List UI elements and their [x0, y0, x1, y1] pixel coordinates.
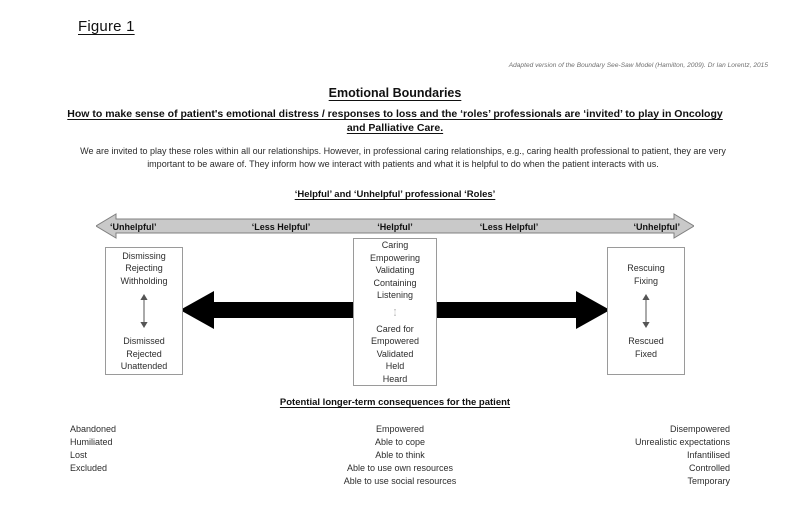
- right-pointing-arrow: [434, 290, 610, 330]
- role-patient-left: Dismissed Rejected Unattended: [120, 336, 168, 371]
- spectrum-label-1: ‘Less Helpful’: [251, 222, 311, 232]
- page-subtitle-line2: and Palliative Care.: [346, 122, 444, 134]
- role-professional-left: Dismissing Rejecting Withholding: [120, 250, 168, 286]
- vertical-double-arrow-icon: [140, 294, 148, 328]
- left-pointing-arrow: [180, 290, 356, 330]
- role-box-unhelpful-left: Dismissing Rejecting Withholding Dismiss…: [105, 247, 183, 375]
- role-professional-middle: Caring Empowering Validating Containing …: [369, 240, 421, 300]
- role-box-unhelpful-right: Rescuing Fixing Rescued Fixed: [607, 247, 685, 375]
- vertical-double-arrow-icon: [642, 294, 650, 328]
- consequences-columns: Abandoned Humiliated Lost Excluded Empow…: [70, 423, 730, 488]
- intro-paragraph: We are invited to play these roles withi…: [80, 146, 726, 169]
- role-professional-right: Rescuing Fixing: [627, 263, 665, 286]
- consequences-left: Abandoned Humiliated Lost Excluded: [70, 424, 117, 473]
- role-patient-middle: Cared for Empowered Validated Held Heard: [370, 323, 420, 384]
- page-subtitle-line1: How to make sense of patient's emotional…: [67, 108, 723, 120]
- spectrum-label-4: ‘Unhelpful’: [633, 222, 681, 232]
- page-subtitle: How to make sense of patient's emotional…: [60, 107, 730, 135]
- arrow-left-icon: [180, 291, 356, 329]
- role-box-helpful-middle: Caring Empowering Validating Containing …: [353, 238, 437, 386]
- consequences-heading: Potential longer-term consequences for t…: [279, 397, 511, 408]
- vertical-double-arrow-icon: [394, 308, 396, 316]
- figure-label: Figure 1: [78, 18, 135, 35]
- consequences-centre: Empowered Able to cope Able to think Abl…: [343, 424, 457, 486]
- spectrum-label-3: ‘Less Helpful’: [479, 222, 539, 232]
- spectrum-arrow-bar: ‘Unhelpful’ ‘Less Helpful’ ‘Helpful’ ‘Le…: [96, 212, 694, 240]
- role-patient-right: Rescued Fixed: [628, 336, 664, 359]
- page-title: Emotional Boundaries: [328, 86, 462, 100]
- arrow-right-icon: [434, 291, 610, 329]
- attribution-note: Adapted version of the Boundary See-Saw …: [508, 62, 768, 69]
- spectrum-label-2: ‘Helpful’: [377, 222, 413, 232]
- spectrum-label-row: ‘Unhelpful’ ‘Less Helpful’ ‘Helpful’ ‘Le…: [96, 212, 694, 240]
- spectrum-label-0: ‘Unhelpful’: [110, 222, 157, 232]
- double-arrow-icon: [96, 213, 694, 239]
- roles-heading: ‘Helpful’ and ‘Unhelpful’ professional ‘…: [294, 189, 496, 200]
- consequences-right: Disempowered Unrealistic expectations In…: [634, 424, 730, 486]
